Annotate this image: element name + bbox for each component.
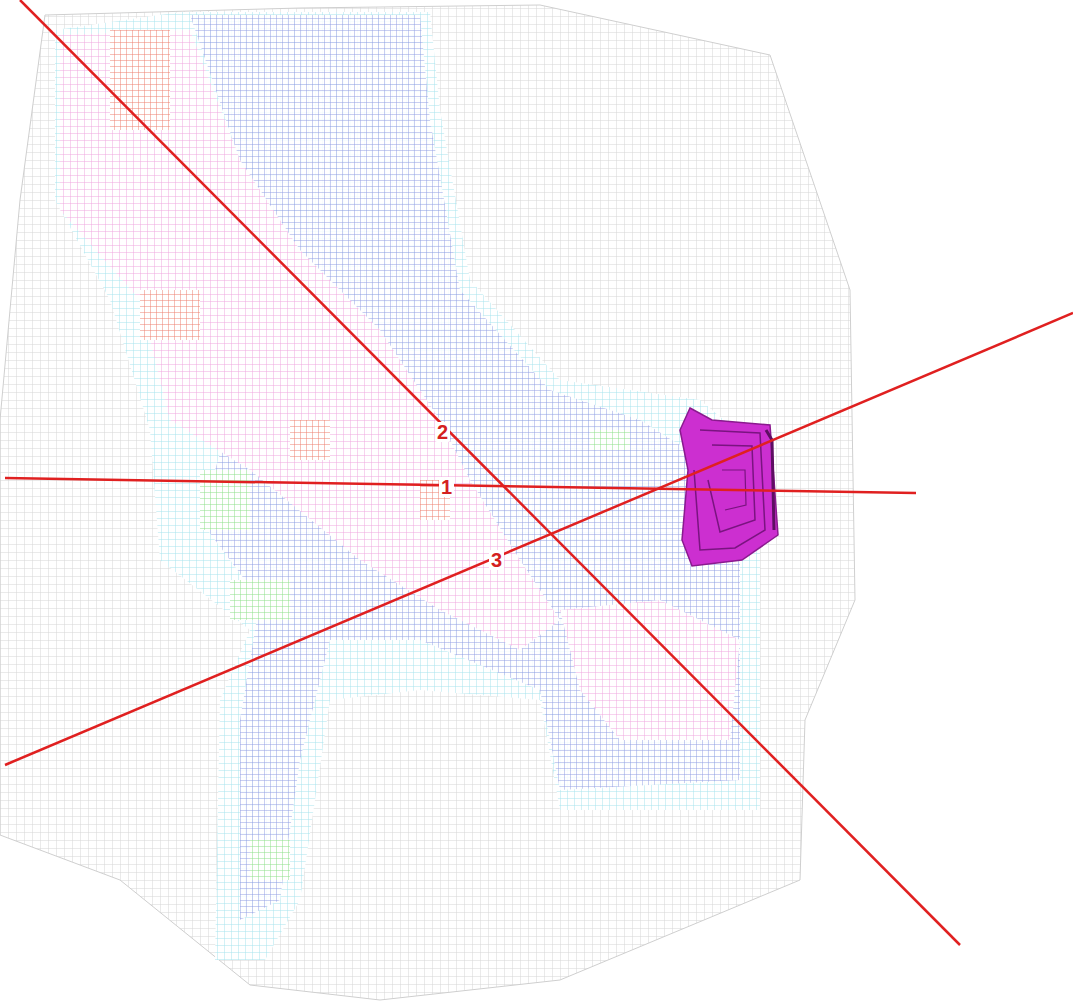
cyan-zone [55, 12, 760, 960]
red-patch [290, 420, 330, 460]
red-patch [110, 30, 170, 130]
green-patch [250, 840, 290, 880]
callout-number: 3 [489, 550, 504, 570]
pink-zone [560, 600, 740, 740]
section-line [5, 478, 916, 493]
pit-solid [680, 408, 778, 566]
green-patch [230, 580, 290, 620]
green-patch [200, 470, 250, 530]
red-patch [140, 290, 200, 340]
callout-number: 1 [439, 477, 454, 497]
section-line [5, 313, 1073, 765]
callout-number: 2 [435, 422, 450, 442]
pink-zone [60, 30, 560, 650]
model-extent [0, 5, 855, 1000]
green-patch [590, 430, 630, 450]
section-line [20, 0, 960, 945]
